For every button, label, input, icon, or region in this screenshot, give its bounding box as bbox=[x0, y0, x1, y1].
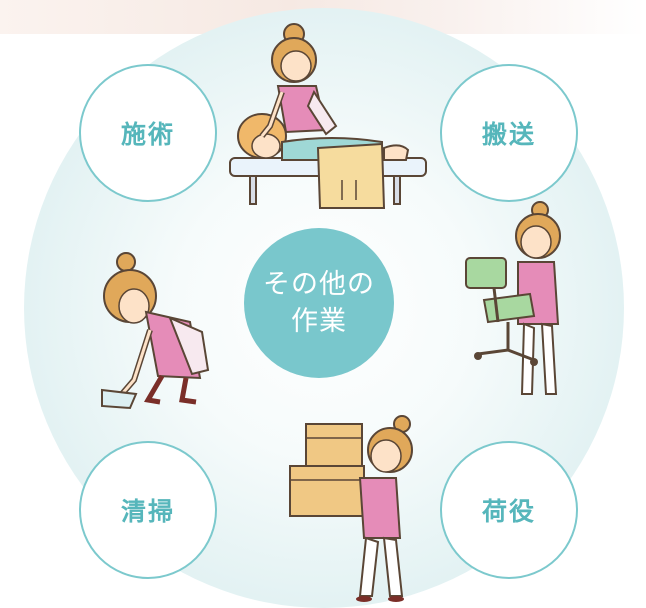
label-cargo-text: 荷役 bbox=[481, 497, 536, 526]
label-transport: 搬送 bbox=[440, 64, 578, 202]
label-cleaning: 清掃 bbox=[79, 441, 217, 579]
label-treatment: 施術 bbox=[79, 64, 217, 202]
label-cargo: 荷役 bbox=[440, 441, 578, 579]
chair-transport-illustration bbox=[465, 201, 561, 395]
label-cleaning-text: 清掃 bbox=[120, 497, 175, 526]
center-line-2: 作業 bbox=[291, 306, 347, 337]
cleaning-illustration bbox=[101, 252, 210, 410]
center-other-tasks: その他の 作業 bbox=[244, 228, 394, 378]
label-treatment-text: 施術 bbox=[120, 120, 175, 149]
label-transport-text: 搬送 bbox=[481, 120, 536, 149]
cargo-illustration bbox=[289, 415, 413, 602]
center-line-1: その他の bbox=[263, 269, 375, 300]
massage-illustration bbox=[229, 23, 427, 209]
